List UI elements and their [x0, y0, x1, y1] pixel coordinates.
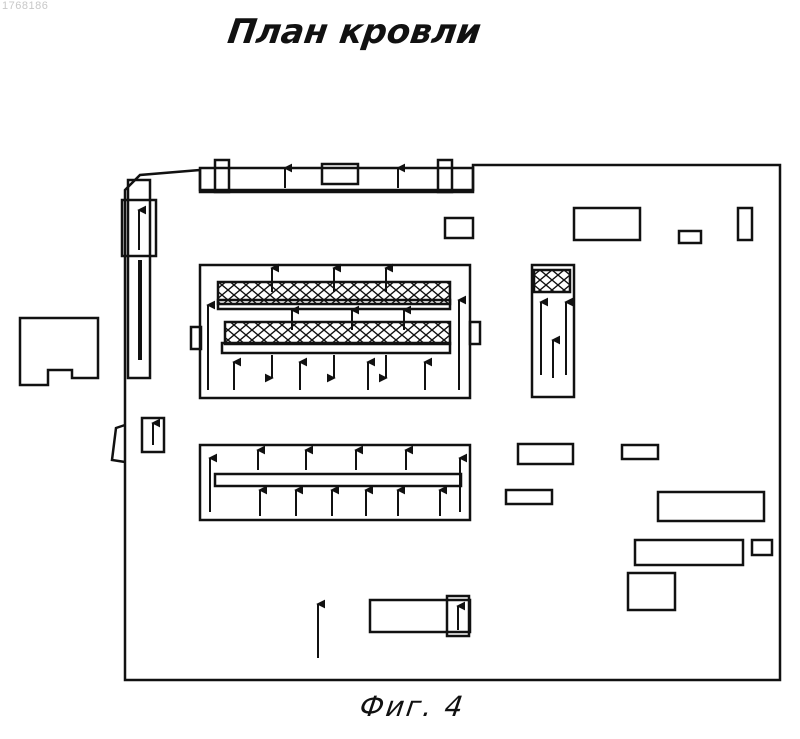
- equipment-box-3: [506, 490, 552, 504]
- vent-box-2: [574, 208, 640, 240]
- equipment-box-4: [658, 492, 764, 521]
- equipment-box-2: [622, 445, 658, 459]
- skylight-side-tab-right: [470, 322, 480, 344]
- parapet-detail-right: [438, 160, 452, 192]
- skylight-row-2-hatch: [225, 322, 450, 344]
- vent-box-3: [679, 231, 701, 243]
- equipment-box-1: [518, 444, 573, 464]
- vent-box-1: [445, 218, 473, 238]
- equipment-box-7: [628, 573, 675, 610]
- vent-box-4: [738, 208, 752, 240]
- lower-skylight-bar: [215, 474, 461, 486]
- equipment-box-5: [635, 540, 743, 565]
- bottom-unit: [370, 600, 470, 632]
- top-parapet-strip: [200, 168, 473, 192]
- figure-caption: Фиг. 4: [358, 690, 467, 723]
- parapet-detail-left: [215, 160, 229, 192]
- equipment-box-6: [752, 540, 772, 555]
- wall-notch: [112, 425, 125, 462]
- skylight-block-lower: [200, 445, 470, 520]
- outbuilding: [20, 318, 98, 385]
- drainage-arrows: [139, 168, 566, 658]
- skylight-vertical-hatch: [534, 270, 570, 292]
